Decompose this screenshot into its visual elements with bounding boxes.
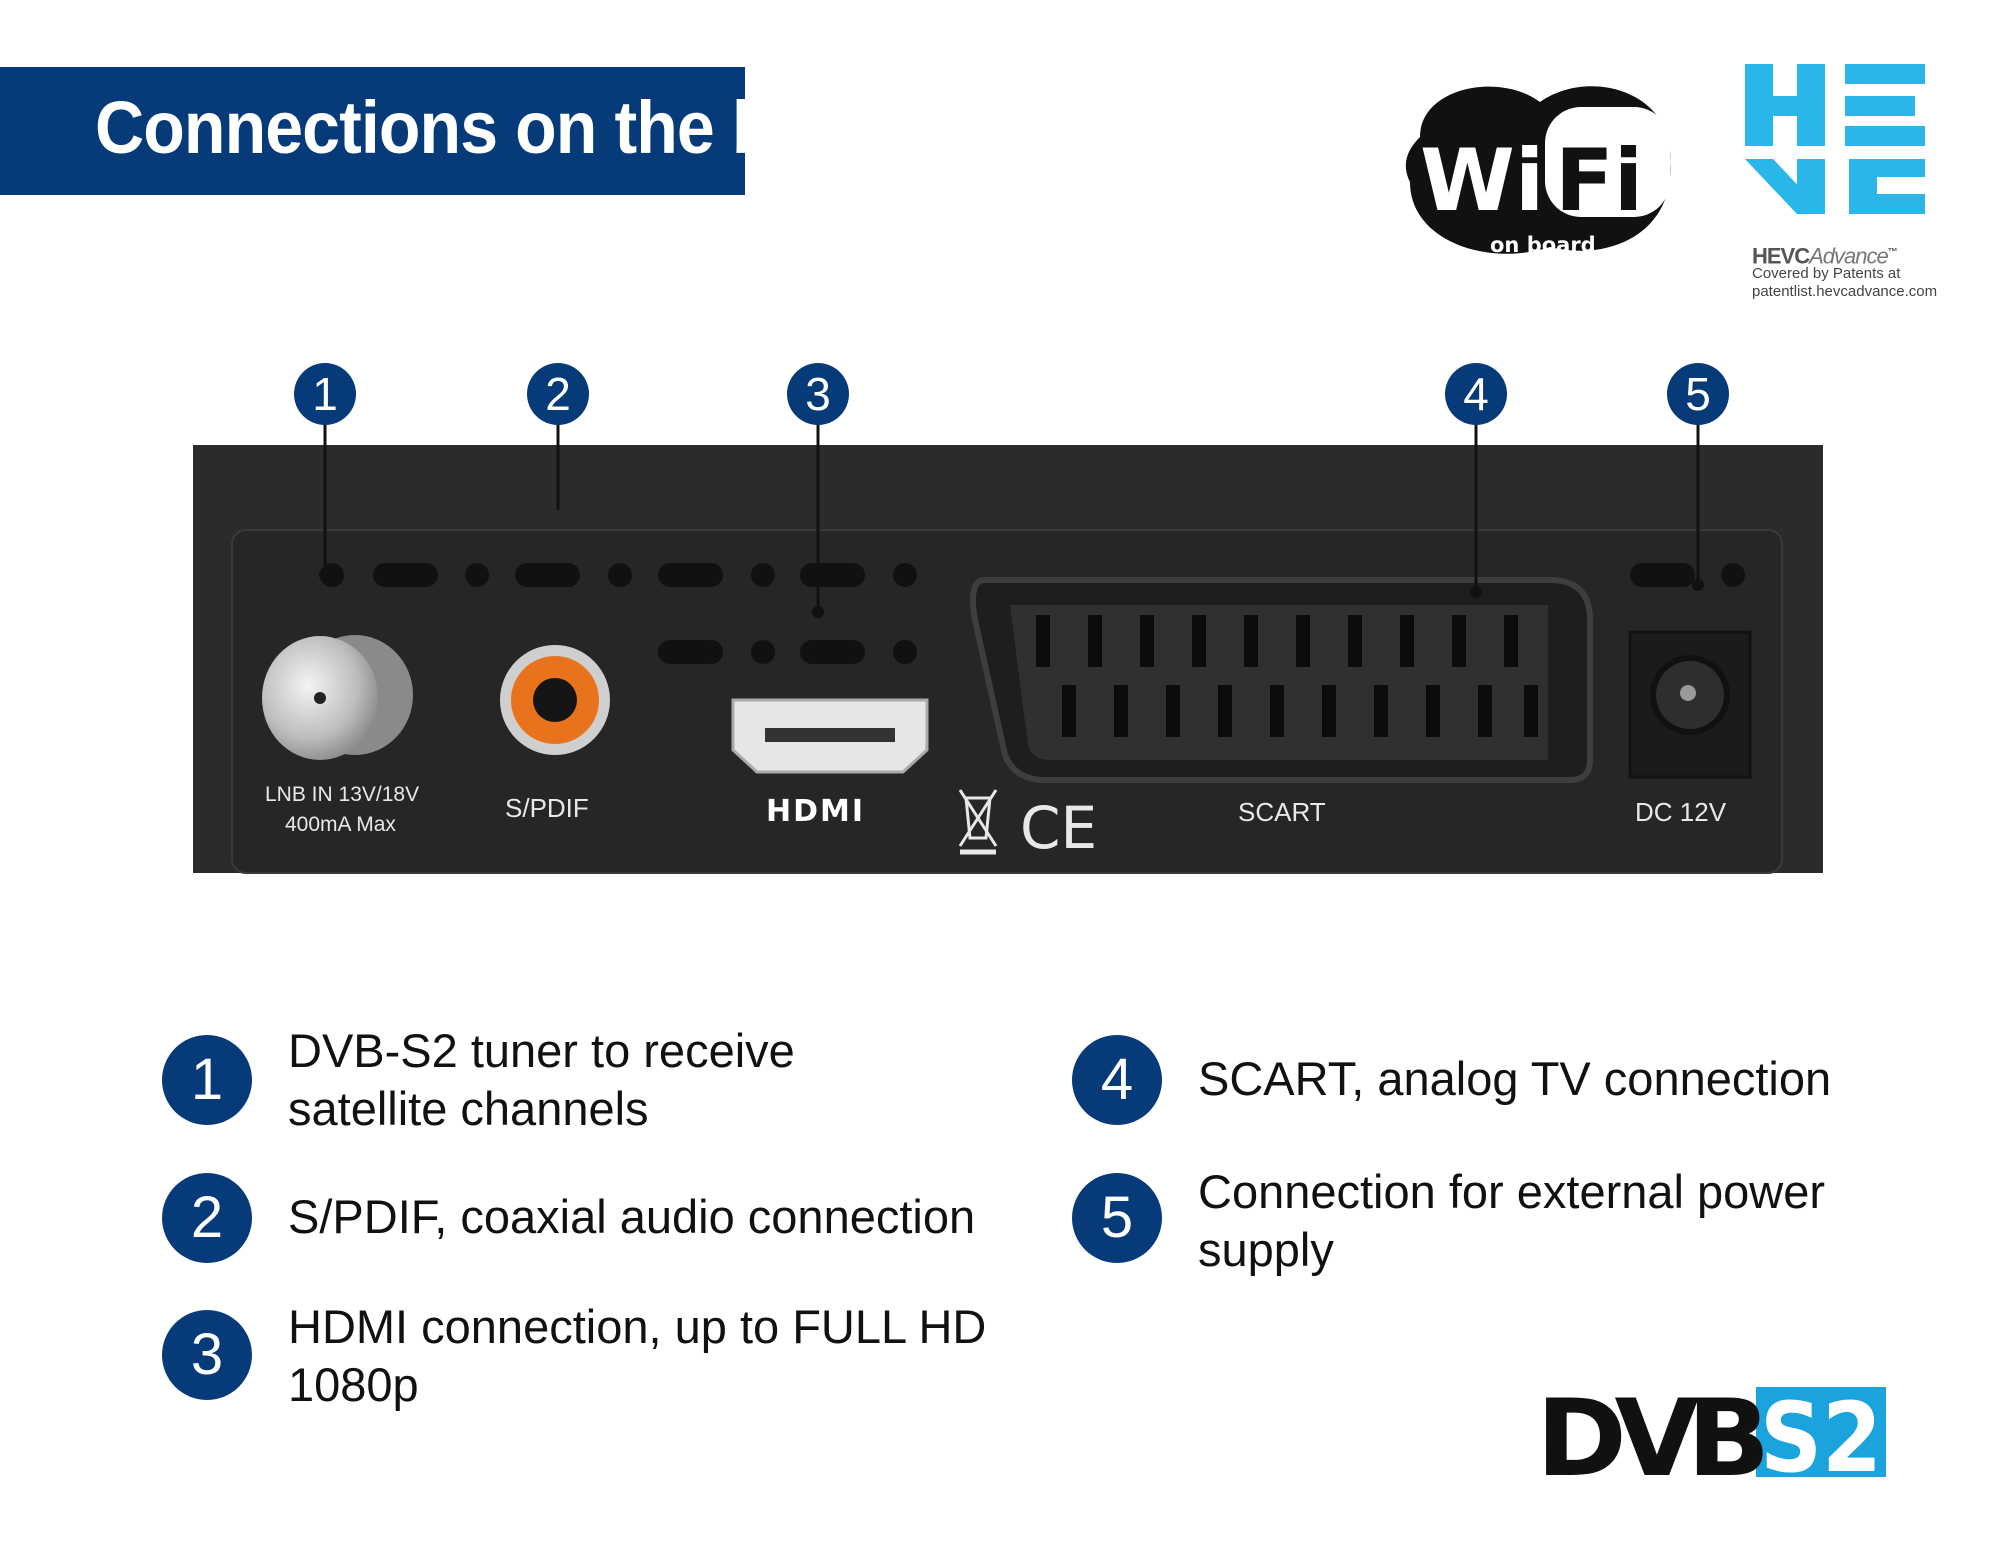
wifi-word-left: Wi — [1420, 131, 1544, 231]
callout-4: 4 — [1445, 363, 1507, 425]
legend-item-2-line1: S/PDIF, coaxial audio connection — [288, 1190, 976, 1243]
s2-text: S2 — [1760, 1385, 1882, 1481]
legend-item-5: Connection for external power supply — [1198, 1163, 1825, 1279]
legend-item-1: DVB-S2 tuner to receive satellite channe… — [288, 1022, 795, 1138]
hevc-logo — [1745, 64, 1925, 214]
hevc-brand-suffix: Advance — [1809, 243, 1889, 269]
callout-3: 3 — [787, 363, 849, 425]
dvb-s2-logo: DVB S2 — [1536, 1385, 1886, 1481]
legend-badge-2: 2 — [162, 1173, 252, 1263]
wifi-logo: Wi Fi on board — [1405, 86, 1671, 257]
legend-item-1-line1: DVB-S2 tuner to receive — [288, 1024, 795, 1077]
dc-jack — [1628, 630, 1752, 779]
wifi-word-right: Fi — [1555, 131, 1643, 231]
hevc-brand: HEVC — [1752, 243, 1810, 269]
callout-5: 5 — [1667, 363, 1729, 425]
legend-item-3: HDMI connection, up to FULL HD 1080p — [288, 1298, 986, 1414]
hevc-line2: patentlist.hevcadvance.com — [1752, 283, 1938, 301]
hevc-line1: Covered by Patents at — [1752, 265, 1901, 283]
hdmi-label: HDMI — [766, 794, 866, 829]
scart-port — [970, 577, 1593, 783]
legend-badge-4: 4 — [1072, 1035, 1162, 1125]
legend-item-5-line2: supply — [1198, 1223, 1334, 1276]
title-banner: Connections on the back — [0, 67, 884, 195]
legend-item-2: S/PDIF, coaxial audio connection — [288, 1188, 975, 1246]
legend-badge-1: 1 — [162, 1035, 252, 1125]
wifi-sub: on board — [1490, 233, 1596, 257]
hevc-caption: HEVCAdvance™ Covered by Patents at paten… — [1752, 244, 1937, 301]
leader-dots — [319, 569, 1704, 618]
lnb-label-line1: LNB IN 13V/18V — [265, 783, 420, 806]
legend-item-5-line1: Connection for external power — [1198, 1165, 1826, 1218]
lnb-label-line2: 400mA Max — [285, 813, 396, 836]
legend-item-3-line1: HDMI connection, up to FULL HD — [288, 1300, 987, 1353]
dc-label: DC 12V — [1635, 797, 1727, 827]
hdmi-port — [731, 698, 929, 774]
legend-item-1-line2: satellite channels — [288, 1082, 649, 1135]
spdif-connector — [500, 645, 610, 755]
legend-item-3-line2: 1080p — [288, 1358, 419, 1411]
legend-item-4-line1: SCART, analog TV connection — [1198, 1052, 1832, 1105]
dvb-text: DVB — [1536, 1385, 1763, 1481]
hevc-tm: ™ — [1887, 247, 1898, 258]
spdif-label: S/PDIF — [505, 793, 589, 823]
weee-icon — [958, 789, 998, 855]
callout-1: 1 — [294, 363, 356, 425]
ce-mark: CE — [1020, 794, 1097, 862]
page-title: Connections on the back — [95, 86, 884, 169]
legend-badge-5: 5 — [1072, 1173, 1162, 1263]
lnb-connector — [262, 635, 413, 760]
vent-holes — [320, 563, 1745, 664]
callout-2: 2 — [527, 363, 589, 425]
legend-badge-3: 3 — [162, 1310, 252, 1400]
lnb-label: LNB IN 13V/18V 400mA Max — [265, 780, 419, 840]
scart-label: SCART — [1238, 797, 1326, 827]
device-back-panel: CE — [193, 390, 1823, 874]
legend-item-4: SCART, analog TV connection — [1198, 1050, 1831, 1108]
